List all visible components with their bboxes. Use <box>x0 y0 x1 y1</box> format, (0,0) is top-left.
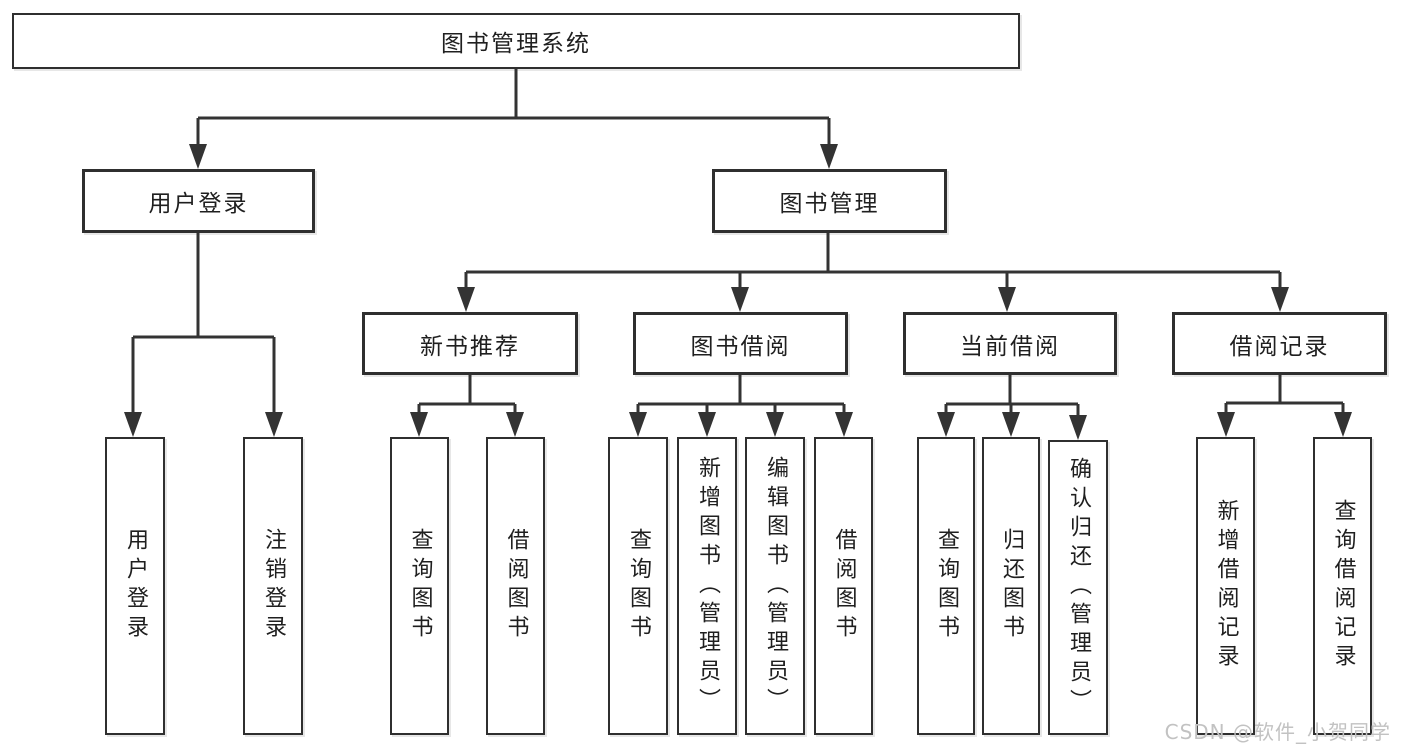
leaf-query-books-recommend: 查询图书 <box>390 437 449 735</box>
leaf-return-books: 归还图书 <box>982 437 1040 735</box>
leaf-query-books-current: 查询图书 <box>917 437 975 735</box>
leaf-query-books-borrow: 查询图书 <box>608 437 668 735</box>
leaf-borrow-books: 借阅图书 <box>814 437 873 735</box>
leaf-query-borrow-record: 查询借阅记录 <box>1313 437 1372 735</box>
node-user-login-branch: 用户登录 <box>82 169 315 233</box>
node-book-management-branch: 图书管理 <box>712 169 947 233</box>
node-current-borrowing: 当前借阅 <box>903 312 1117 375</box>
leaf-add-borrow-record: 新增借阅记录 <box>1196 437 1255 735</box>
csdn-watermark: CSDN @软件_小贺同学 <box>1164 720 1391 744</box>
node-borrowing-records: 借阅记录 <box>1172 312 1387 375</box>
leaf-logout: 注销登录 <box>243 437 303 735</box>
leaf-add-books-admin: 新增图书（管理员） <box>677 437 737 735</box>
node-library-management-system: 图书管理系统 <box>12 13 1020 69</box>
leaf-user-login: 用户登录 <box>105 437 165 735</box>
node-new-book-recommendation: 新书推荐 <box>362 312 578 375</box>
leaf-borrow-books-recommend: 借阅图书 <box>486 437 545 735</box>
leaf-edit-books-admin: 编辑图书（管理员） <box>745 437 805 735</box>
node-book-borrowing: 图书借阅 <box>633 312 848 375</box>
leaf-confirm-return-admin: 确认归还（管理员） <box>1048 440 1108 735</box>
